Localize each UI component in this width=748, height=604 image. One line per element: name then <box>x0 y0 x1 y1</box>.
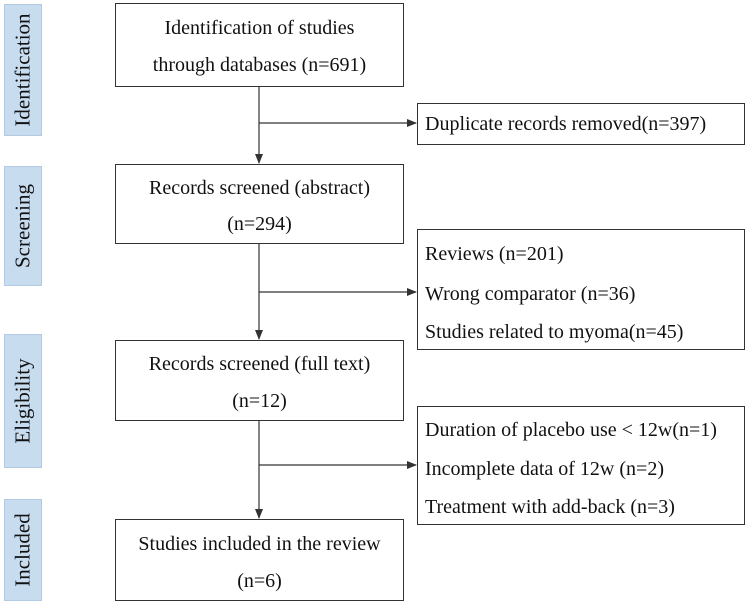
included-box: Studies included in the review (n=6) <box>115 519 404 601</box>
screened-fulltext-line-2: (n=12) <box>232 390 287 412</box>
screened-fulltext-box: Records screened (full text) (n=12) <box>115 340 404 421</box>
excluded-abstract-line-2: Wrong comparator (n=36) <box>425 283 636 305</box>
screened-abstract-box: Records screened (abstract) (n=294) <box>115 164 404 244</box>
excluded-fulltext-box: Duration of placebo use < 12w(n=1) Incom… <box>417 406 745 525</box>
phase-screening: Screening <box>4 166 42 286</box>
identification-box: Identification of studies through databa… <box>115 3 404 87</box>
duplicates-box: Duplicate records removed(n=397) <box>417 103 745 145</box>
duplicates-line-1: Duplicate records removed(n=397) <box>425 113 707 135</box>
included-line-2: (n=6) <box>237 570 282 592</box>
included-line-1: Studies included in the review <box>138 533 381 555</box>
phase-included: Included <box>4 499 42 601</box>
excluded-fulltext-line-3: Treatment with add-back (n=3) <box>425 496 675 518</box>
screened-abstract-line-2: (n=294) <box>227 213 292 235</box>
excluded-abstract-box: Reviews (n=201) Wrong comparator (n=36) … <box>417 229 745 350</box>
screened-fulltext-line-1: Records screened (full text) <box>148 353 371 375</box>
phase-eligibility: Eligibility <box>4 334 42 468</box>
excluded-abstract-line-3: Studies related to myoma(n=45) <box>425 321 684 343</box>
excluded-fulltext-line-2: Incomplete data of 12w (n=2) <box>425 458 664 480</box>
excluded-fulltext-line-1: Duration of placebo use < 12w(n=1) <box>425 419 717 441</box>
phase-identification: Identification <box>4 4 42 136</box>
screened-abstract-line-1: Records screened (abstract) <box>149 177 370 199</box>
identification-line-2: through databases (n=691) <box>152 54 367 76</box>
excluded-abstract-line-1: Reviews (n=201) <box>425 243 564 265</box>
identification-line-1: Identification of studies <box>164 17 355 39</box>
